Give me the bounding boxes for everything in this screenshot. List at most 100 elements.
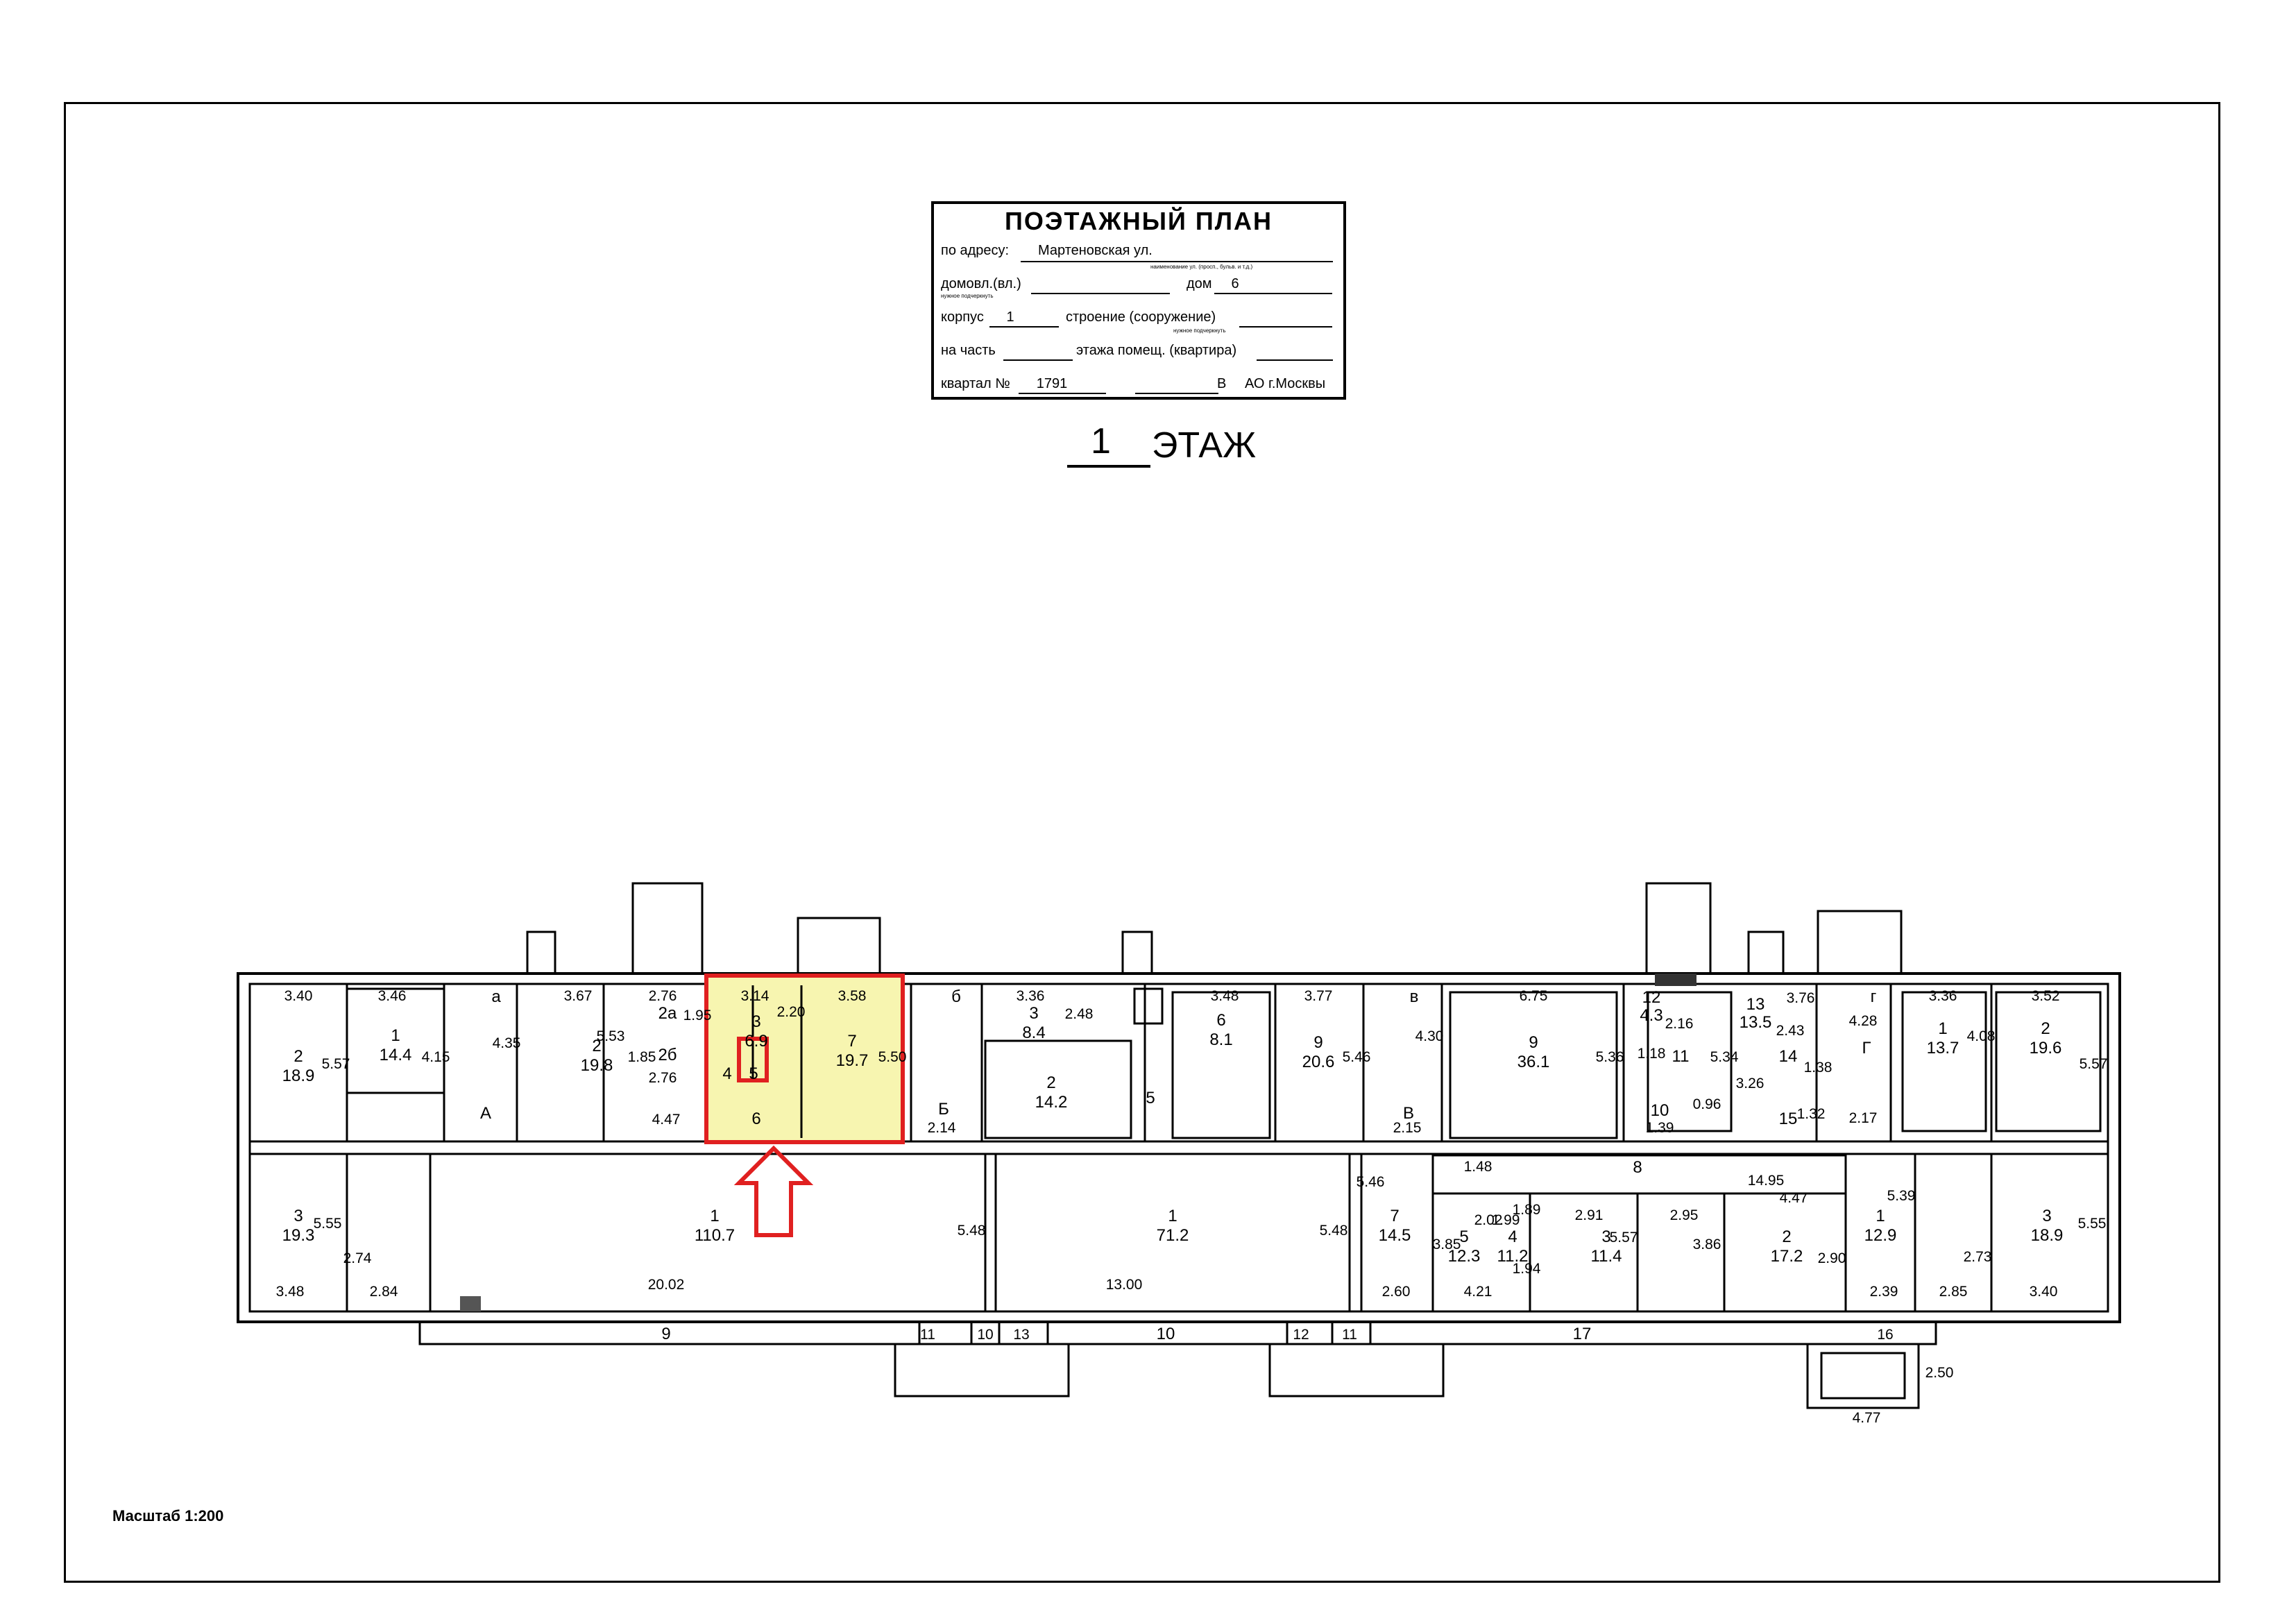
dimension: 3.36 (1929, 988, 1957, 1004)
stamp-vao-prefix: В (1217, 376, 1227, 391)
dimension: 4.47 (1780, 1190, 1808, 1206)
room-label: 10 (1651, 1101, 1669, 1120)
dimension: 3.36 (1017, 988, 1045, 1004)
dimension: 11 (920, 1327, 935, 1343)
dimension: 2.60 (1382, 1284, 1411, 1300)
stamp-korpus-label: корпус (941, 309, 984, 325)
room-label: 9 (1313, 1033, 1323, 1052)
dimension: 3.48 (276, 1284, 305, 1300)
room-area: 14.2 (1035, 1093, 1068, 1112)
stair-label: Г (1862, 1039, 1871, 1057)
dimension: 2.85 (1939, 1284, 1968, 1300)
dimension: 16 (1877, 1327, 1893, 1343)
dimension: 5.46 (1343, 1049, 1371, 1065)
dimension: 4.08 (1967, 1028, 1996, 1044)
dimension: 3.67 (564, 988, 593, 1004)
hatched-block-2 (1655, 974, 1697, 986)
room-label: 2 (592, 1037, 601, 1055)
dimension: 4.30 (1415, 1028, 1444, 1044)
room-label: 11 (1672, 1047, 1690, 1066)
dimension: 2.74 (343, 1250, 372, 1266)
stamp-kvartal-label: квартал № (941, 376, 1010, 391)
dimension: 1.39 (1646, 1120, 1674, 1136)
room-label: 2 (2041, 1019, 2050, 1038)
title-stamp: ПОЭТАЖНЫЙ ПЛАН по адресу: Мартеновская у… (931, 201, 1346, 400)
stair-labels: а А б Б в В г Г (480, 987, 1877, 1123)
dimension: 1.85 (628, 1049, 656, 1065)
dimension: 3.85 (1433, 1237, 1461, 1252)
dimension: 14.95 (1748, 1173, 1785, 1189)
room-label: 1 (391, 1026, 400, 1045)
floor-label: ЭТАЖ (1152, 425, 1257, 466)
scale-note: Масштаб 1:200 (112, 1507, 224, 1524)
room-area: 19.6 (2030, 1039, 2062, 1057)
room-area: 17.2 (1771, 1247, 1803, 1266)
pointer-arrow (733, 1145, 814, 1237)
dimension: 3.46 (378, 988, 407, 1004)
dimension: 2.76 (649, 988, 677, 1004)
room-label: 10 (1157, 1325, 1175, 1343)
dimension: 2.20 (777, 1004, 806, 1020)
dimension: 4.15 (422, 1049, 450, 1065)
dimension: 3.48 (1211, 988, 1239, 1004)
room-label: 1 (710, 1207, 719, 1225)
dimension: 2.17 (1849, 1110, 1878, 1126)
dimension: 0.96 (1693, 1096, 1721, 1112)
room-area: 14.4 (380, 1046, 412, 1064)
room-area: 18.9 (2031, 1226, 2064, 1245)
stamp-dom-value: 6 (1231, 276, 1239, 291)
stair-label: г (1871, 987, 1877, 1006)
room-label: 3 (1601, 1227, 1610, 1246)
dimension: 3.77 (1304, 988, 1333, 1004)
room-labels: 2 18.9 1 14.4 2 19.8 2а 2б 3 6.9 7 19.7 … (282, 988, 2064, 1343)
dimension: 2.43 (1776, 1023, 1805, 1039)
room-area: 11.2 (1497, 1247, 1529, 1266)
hatched-block (460, 1296, 481, 1311)
dimension: 11 (1342, 1327, 1357, 1343)
floor-number: 1 (1091, 421, 1111, 461)
stamp-korpus-value: 1 (1006, 309, 1014, 325)
room-label: 5 (1459, 1227, 1468, 1246)
dimension: 2.48 (1065, 1006, 1094, 1022)
highlighted-unit (704, 974, 905, 1144)
stamp-vao-label: АО г.Москвы (1245, 376, 1326, 391)
dimension: 3.40 (284, 988, 313, 1004)
dimension: 3.26 (1736, 1076, 1764, 1091)
dimension: 4.35 (493, 1035, 521, 1051)
stair-label: а (491, 987, 501, 1006)
dimension: 5.46 (1357, 1174, 1385, 1190)
dimension: 5.50 (878, 1049, 907, 1065)
room-area: 8.1 (1209, 1030, 1232, 1049)
dimension: 5.39 (1887, 1188, 1916, 1204)
dimension: 4.77 (1853, 1410, 1881, 1426)
dimension: 5.48 (958, 1223, 986, 1239)
room-label: 15 (1779, 1110, 1798, 1128)
dimension: 1.38 (1804, 1060, 1832, 1076)
dimension: 5.48 (1320, 1223, 1348, 1239)
dimension: 20.02 (648, 1277, 685, 1293)
room-area: 18.9 (282, 1067, 315, 1085)
dimension: 2.73 (1964, 1249, 1992, 1265)
room-label: 3 (2042, 1207, 2051, 1225)
dimension: 5.53 (597, 1028, 625, 1044)
room-area: 14.5 (1379, 1226, 1411, 1245)
stair-label: Б (938, 1100, 949, 1119)
room-area: 13.5 (1740, 1013, 1772, 1032)
room-label: 1 (1168, 1207, 1177, 1225)
room-label: 1 (1876, 1207, 1885, 1225)
stair-label: в (1410, 987, 1419, 1006)
dimension: 1.95 (683, 1008, 712, 1023)
room-label: 5 (749, 1064, 758, 1083)
stamp-stroenie-hint: нужное подчеркнуть (1173, 328, 1226, 334)
dimension: 13 (1013, 1327, 1029, 1343)
dimension: 2.14 (928, 1120, 956, 1136)
stamp-dom-label: дом (1187, 276, 1212, 291)
stamp-kvartal-value: 1791 (1036, 376, 1068, 391)
room-label: 2б (658, 1046, 677, 1064)
room-label: 6 (751, 1110, 760, 1128)
room-area: 19.8 (581, 1056, 613, 1075)
room-label: 9 (1529, 1033, 1538, 1052)
dimension: 5.36 (1596, 1049, 1624, 1065)
room-area: 20.6 (1302, 1053, 1335, 1071)
